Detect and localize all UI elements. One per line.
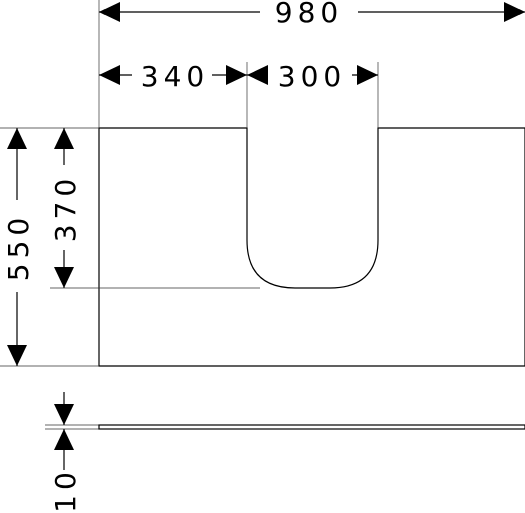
arrowhead-370-bottom: [54, 267, 74, 288]
dimension-cutout-depth: 370: [49, 128, 82, 288]
arrowhead-370-top: [54, 128, 74, 149]
dimension-label-550: 550: [2, 213, 35, 281]
dimension-label-980: 980: [275, 0, 343, 29]
arrowhead-980-right: [504, 2, 525, 22]
dimension-label-10: 10: [49, 467, 82, 513]
dimension-left-offset: 340: [99, 60, 247, 93]
arrowhead-340-left: [99, 65, 120, 85]
arrowhead-300-right: [357, 65, 378, 85]
arrowhead-300-left: [247, 65, 268, 85]
arrowhead-550-top: [7, 128, 27, 149]
arrowhead-340-right: [226, 65, 247, 85]
arrowhead-550-bottom: [7, 345, 27, 366]
dimension-label-300: 300: [278, 60, 346, 93]
arrowhead-980-left: [99, 2, 120, 22]
arrowhead-10-bottom: [54, 429, 74, 450]
dimension-cutout-width: 300: [247, 60, 378, 93]
countertop-outline: [98, 127, 525, 367]
dimension-overall-width: 980: [99, 0, 525, 29]
slab-side-view: [98, 424, 525, 430]
dimension-overall-depth: 550: [2, 128, 35, 366]
dimension-label-340: 340: [141, 60, 209, 93]
dimension-thickness: 10: [49, 392, 82, 513]
arrowhead-10-top: [54, 404, 74, 425]
dimension-label-370: 370: [49, 174, 82, 242]
